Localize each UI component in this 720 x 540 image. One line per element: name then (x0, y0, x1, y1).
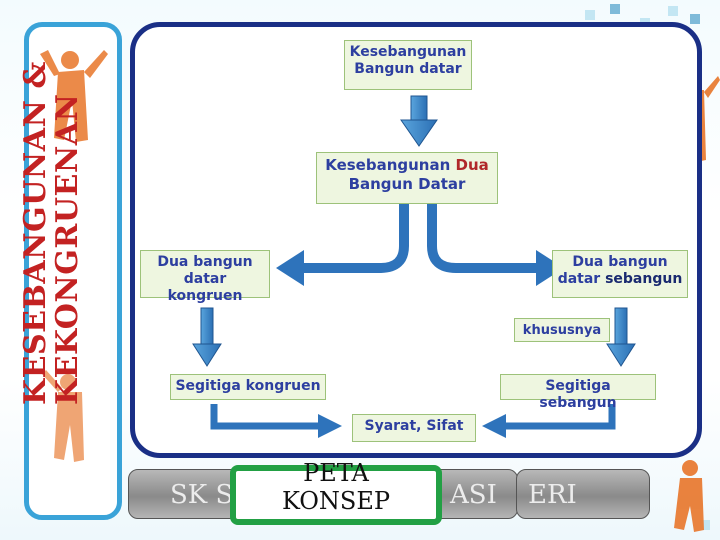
decor-tile (690, 14, 700, 24)
node-congruent-line2: datar kongruen (167, 271, 243, 304)
arrow-to-syarat-left (210, 404, 322, 430)
node-congruent-triangle-label: Segitiga kongruen (175, 378, 321, 394)
node-root: Kesebangunan Bangun datar (344, 40, 472, 90)
node-khususnya: khususnya (514, 318, 610, 342)
decor-tile (585, 10, 595, 20)
decor-tile (610, 4, 620, 14)
bottom-bar-text-right[interactable]: ERI (528, 480, 577, 510)
arrow-to-syarat-right (502, 404, 616, 430)
arrow-to-syarat-right-head (482, 414, 506, 438)
peta-konsep-line1: PETA (303, 459, 369, 487)
peta-konsep-line2: KONSEP (281, 487, 391, 515)
decor-tile (700, 520, 710, 530)
bottom-nav-bar-right[interactable] (516, 469, 650, 519)
node-congruent-line1: Dua bangun (157, 254, 253, 270)
jumping-figure-illustration (40, 50, 108, 462)
node-similar-line1: Dua bangun (572, 254, 668, 270)
decor-tile (668, 6, 678, 16)
arrow-down-1 (400, 95, 438, 147)
arrow-down-left (192, 307, 222, 367)
arrow-right-head (536, 250, 564, 286)
node-similar-triangle-label: Segitiga sebangun (539, 378, 617, 411)
node-syarat-sifat: Syarat, Sifat (352, 414, 476, 442)
bottom-bar-text-mid[interactable]: ASI (450, 480, 497, 510)
node-two-shapes: Kesebangunan Dua Bangun Datar (316, 152, 498, 204)
node-two-part2: Dua (455, 156, 489, 174)
node-syarat-sifat-label: Syarat, Sifat (364, 418, 464, 434)
node-congruent: Dua bangun datar kongruen (140, 250, 270, 304)
node-congruent-triangle: Segitiga kongruen (170, 374, 326, 400)
bottom-bar-text-left[interactable]: SK S (170, 480, 234, 510)
node-similar-line2b: sebangun (605, 271, 683, 287)
node-two-part1: Kesebangunan (325, 156, 456, 174)
node-similar: Dua bangun datar sebangun (552, 250, 688, 298)
arrow-down-right (606, 307, 636, 367)
arrow-to-syarat-left-head (318, 414, 342, 438)
arrow-left-head (276, 250, 304, 286)
node-similar-triangle: Segitiga sebangun (500, 374, 656, 411)
node-khususnya-label: khususnya (522, 323, 602, 338)
node-root-line1: Kesebangunan (349, 44, 467, 60)
node-two-line2: Bangun Datar (348, 175, 466, 193)
node-similar-line2a: datar (557, 271, 606, 287)
peta-konsep-button[interactable]: PETA KONSEP (230, 459, 442, 525)
node-root-line2: Bangun datar (354, 61, 462, 77)
split-arrow (300, 200, 540, 273)
